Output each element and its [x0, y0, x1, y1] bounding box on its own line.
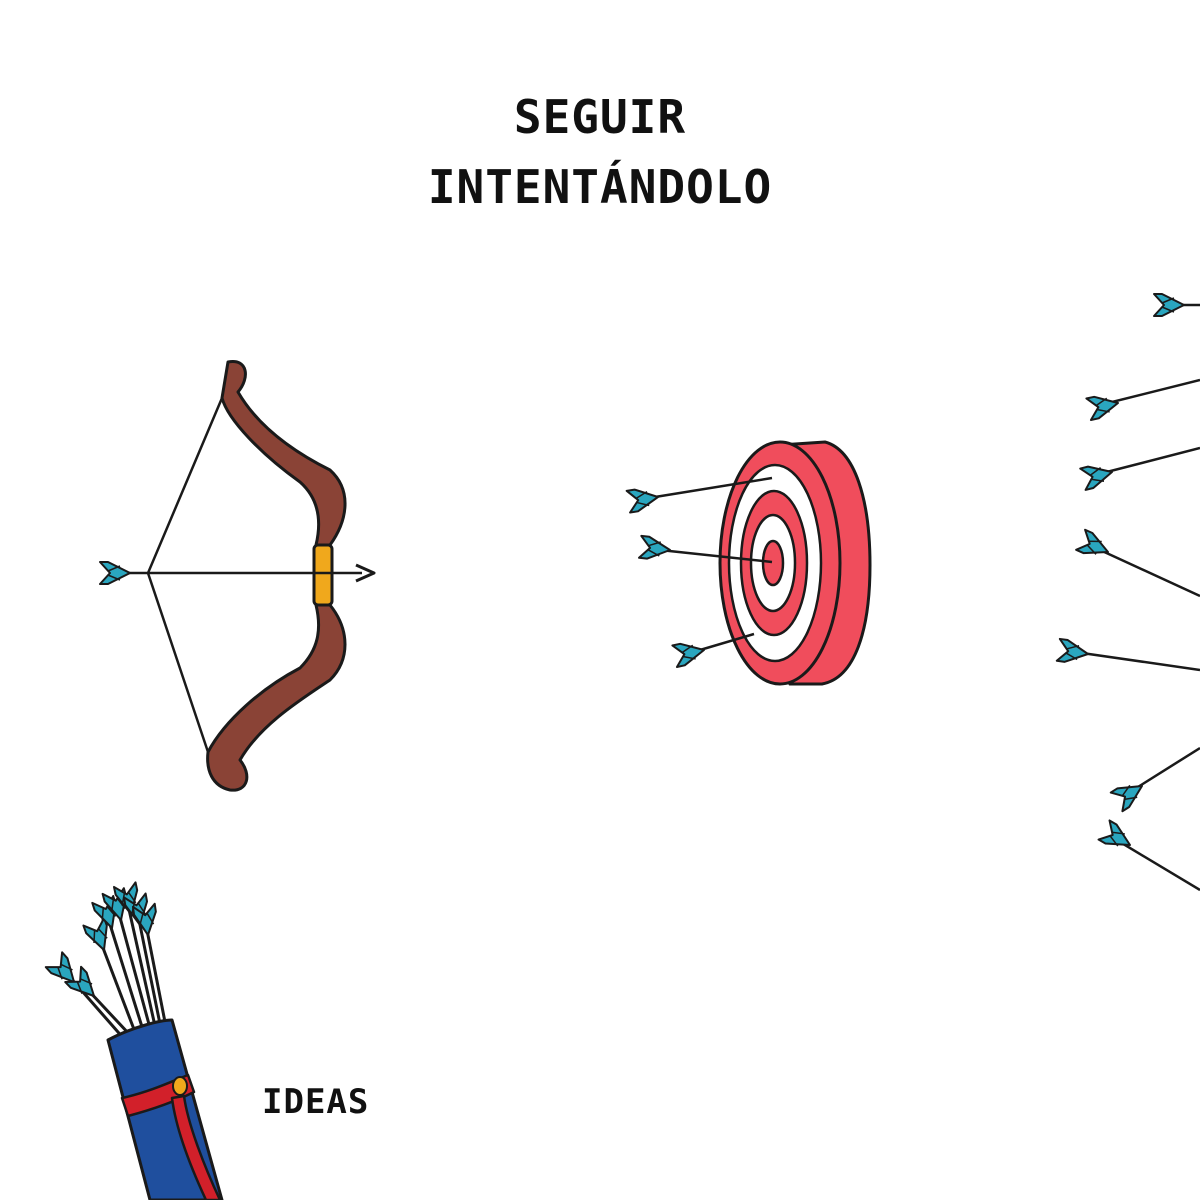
quiver-icon [44, 881, 224, 1200]
arrow-icon [638, 534, 773, 564]
arrow-icon [1097, 819, 1200, 892]
title-line-2: INTENTÁNDOLO [427, 160, 773, 214]
page-title: SEGUIR INTENTÁNDOLO [0, 82, 1200, 222]
missed-arrows [1055, 293, 1200, 892]
arrow-icon [1075, 528, 1200, 598]
target-icon [625, 440, 872, 686]
arrow-icon [1055, 637, 1200, 672]
arrow-icon [1085, 378, 1200, 421]
arrow-icon [625, 476, 773, 514]
title-line-1: SEGUIR [513, 90, 687, 144]
arrow-icon [1079, 446, 1200, 491]
arrow-icon [671, 632, 755, 668]
caption-ideas: IDEAS [262, 1082, 370, 1122]
arrow-icon [1109, 746, 1200, 813]
arrow-icon [1153, 293, 1200, 317]
bow-icon [99, 360, 376, 792]
